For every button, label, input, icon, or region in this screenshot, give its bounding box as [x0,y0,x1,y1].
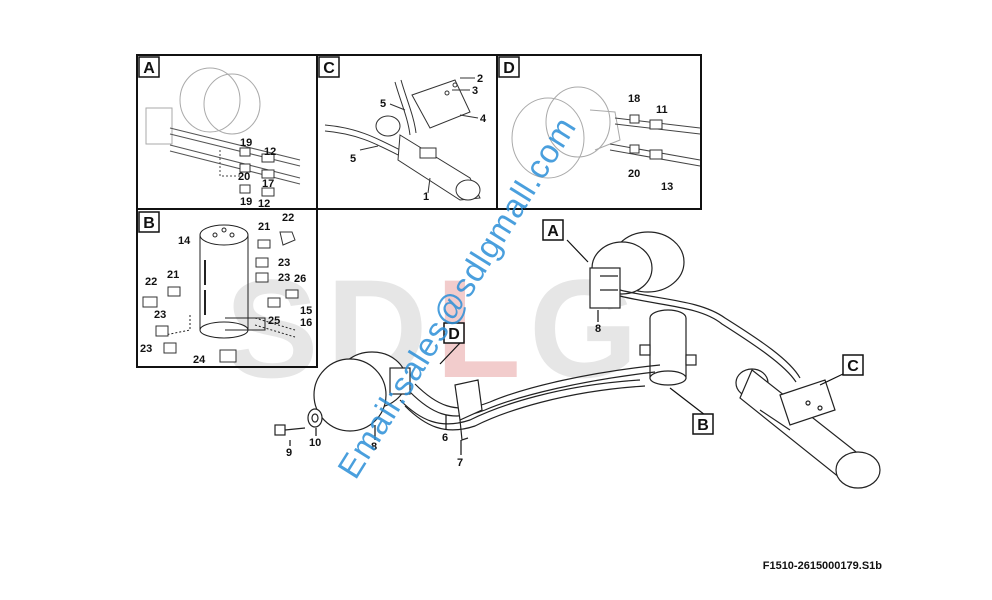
svg-text:22: 22 [282,212,294,224]
panel-a-callouts: 19 12 20 17 19 12 [238,137,276,210]
svg-text:23: 23 [278,272,290,284]
svg-text:26: 26 [294,273,306,285]
svg-text:9: 9 [286,447,292,459]
panel-c-drawing [324,77,481,201]
panel-b-callouts: 14 21 22 23 23 26 22 21 23 25 15 16 23 2… [140,212,312,366]
svg-text:21: 21 [167,269,179,281]
svg-text:8: 8 [371,441,377,453]
panel-b-frame [136,208,318,368]
center-swivel-joint [639,309,697,386]
panel-letter-d: D [498,56,520,78]
svg-text:22: 22 [145,276,157,288]
svg-text:8: 8 [595,323,601,335]
panel-a-drawing [145,67,301,197]
panel-d-frame [496,54,702,210]
svg-text:7: 7 [457,457,463,469]
main-leader-lines [289,239,844,455]
panel-letter-a: A [138,56,160,78]
main-label-c: C [842,354,864,376]
svg-text:B: B [697,417,709,434]
right-travel-motor [589,231,685,309]
sdlg-watermark-logo: SDLG [225,250,646,407]
svg-text:21: 21 [258,221,270,233]
svg-text:13: 13 [661,181,673,193]
svg-text:23: 23 [154,309,166,321]
svg-text:A: A [143,60,155,77]
svg-text:1: 1 [423,191,429,203]
svg-text:C: C [847,358,859,375]
svg-text:11: 11 [656,104,668,116]
svg-text:18: 18 [628,93,640,105]
svg-text:A: A [547,223,559,240]
svg-text:12: 12 [264,146,276,158]
bolt-and-washer [274,408,323,436]
svg-text:19: 19 [240,137,252,149]
svg-text:23: 23 [140,343,152,355]
svg-text:C: C [323,60,335,77]
panel-d-drawing [511,86,701,179]
svg-text:23: 23 [278,257,290,269]
svg-text:24: 24 [193,354,206,366]
svg-text:5: 5 [380,98,386,110]
svg-text:14: 14 [178,235,191,247]
panel-c-callouts: 2 3 5 4 5 1 [350,73,487,203]
svg-text:15: 15 [300,305,312,317]
svg-text:3: 3 [472,85,478,97]
svg-text:16: 16 [300,317,312,329]
svg-text:10: 10 [309,437,321,449]
svg-text:D: D [503,60,515,77]
panel-a-frame [136,54,318,210]
svg-text:B: B [143,215,155,232]
boom-cylinder [735,368,881,489]
svg-text:6: 6 [442,432,448,444]
svg-text:5: 5 [350,153,356,165]
svg-text:17: 17 [262,178,274,190]
figure-code: F1510-2615000179.S1b [762,560,882,572]
main-label-b: B [692,413,714,435]
panel-d-callouts: 18 11 20 13 [628,93,673,193]
svg-text:12: 12 [258,198,270,210]
panel-frames [136,54,702,368]
panel-letter-b: B [138,211,160,233]
main-label-a: A [542,219,564,241]
svg-text:19: 19 [240,196,252,208]
hose-bundle [399,289,801,431]
svg-text:D: D [448,326,460,343]
left-travel-motor [313,351,411,432]
main-callouts: 8 8 9 10 6 7 [286,323,601,469]
hose-clamp [454,379,483,441]
svg-text:2: 2 [477,73,483,85]
svg-text:20: 20 [238,171,250,183]
svg-text:4: 4 [480,113,487,125]
panel-b-drawing [142,224,299,363]
svg-text:25: 25 [268,315,280,327]
main-label-d: D [443,322,465,344]
panel-letter-c: C [318,56,340,78]
svg-text:20: 20 [628,168,640,180]
